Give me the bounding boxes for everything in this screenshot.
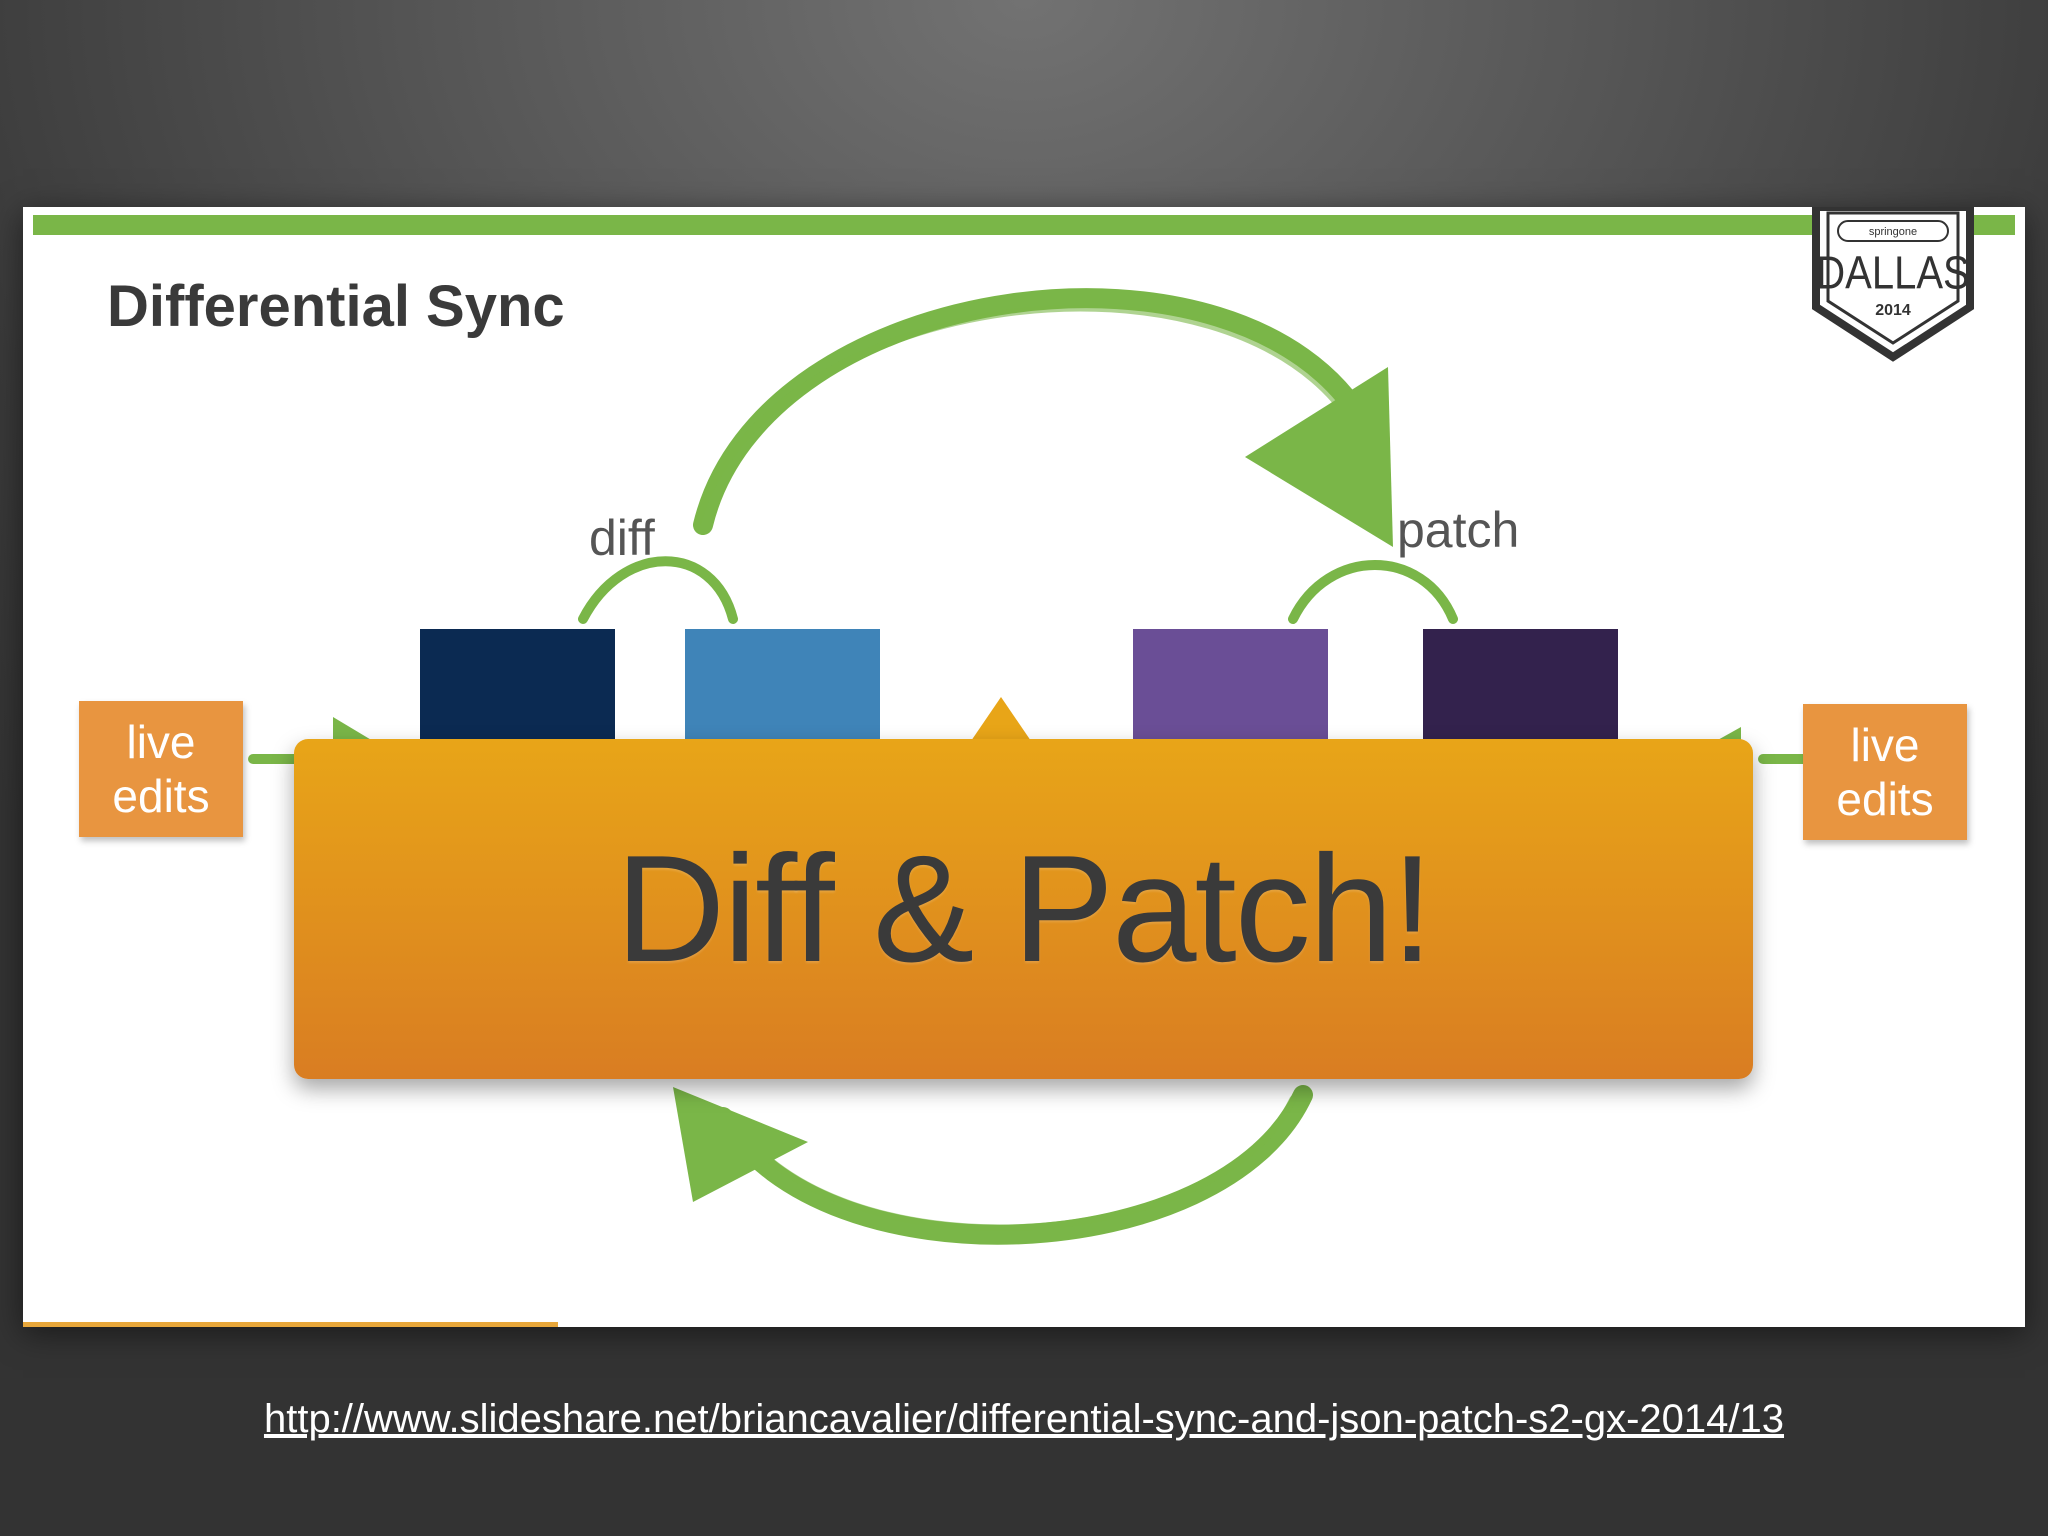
source-url-link[interactable]: http://www.slideshare.net/briancavalier/…: [263, 1397, 1785, 1441]
dallas-badge-logo: springone DALLAS 2014: [1812, 207, 1974, 362]
badge-year: 2014: [1875, 302, 1911, 319]
slide-title: Differential Sync: [107, 274, 565, 339]
badge-small-text: springone: [1869, 226, 1917, 238]
bottom-arrowhead: [673, 1087, 808, 1202]
top-cycle-arrow: [693, 288, 1373, 535]
callout-pointer: [971, 697, 1031, 741]
top-arrowhead: [1245, 367, 1393, 547]
slide-progress-bar: [23, 1322, 558, 1327]
callout-text: Diff & Patch!: [615, 823, 1433, 994]
bottom-cycle-arrow: [713, 1085, 1313, 1245]
patch-arc: [1288, 560, 1458, 624]
slide-top-bar: [33, 215, 2015, 235]
live-edits-left-line2: edits: [112, 770, 210, 822]
diff-arc: [578, 556, 738, 624]
badge-city: DALLAS: [1816, 248, 1969, 299]
diff-label: diff: [589, 510, 655, 566]
live-edits-left-line1: live: [126, 716, 196, 768]
live-edits-left-box: live edits: [79, 701, 243, 837]
live-edits-right-line1: live: [1850, 719, 1920, 771]
patch-label: patch: [1397, 502, 1520, 558]
live-edits-right-box: live edits: [1803, 704, 1967, 840]
live-edits-right-line2: edits: [1836, 773, 1934, 825]
callout-box: Diff & Patch!: [294, 739, 1753, 1079]
